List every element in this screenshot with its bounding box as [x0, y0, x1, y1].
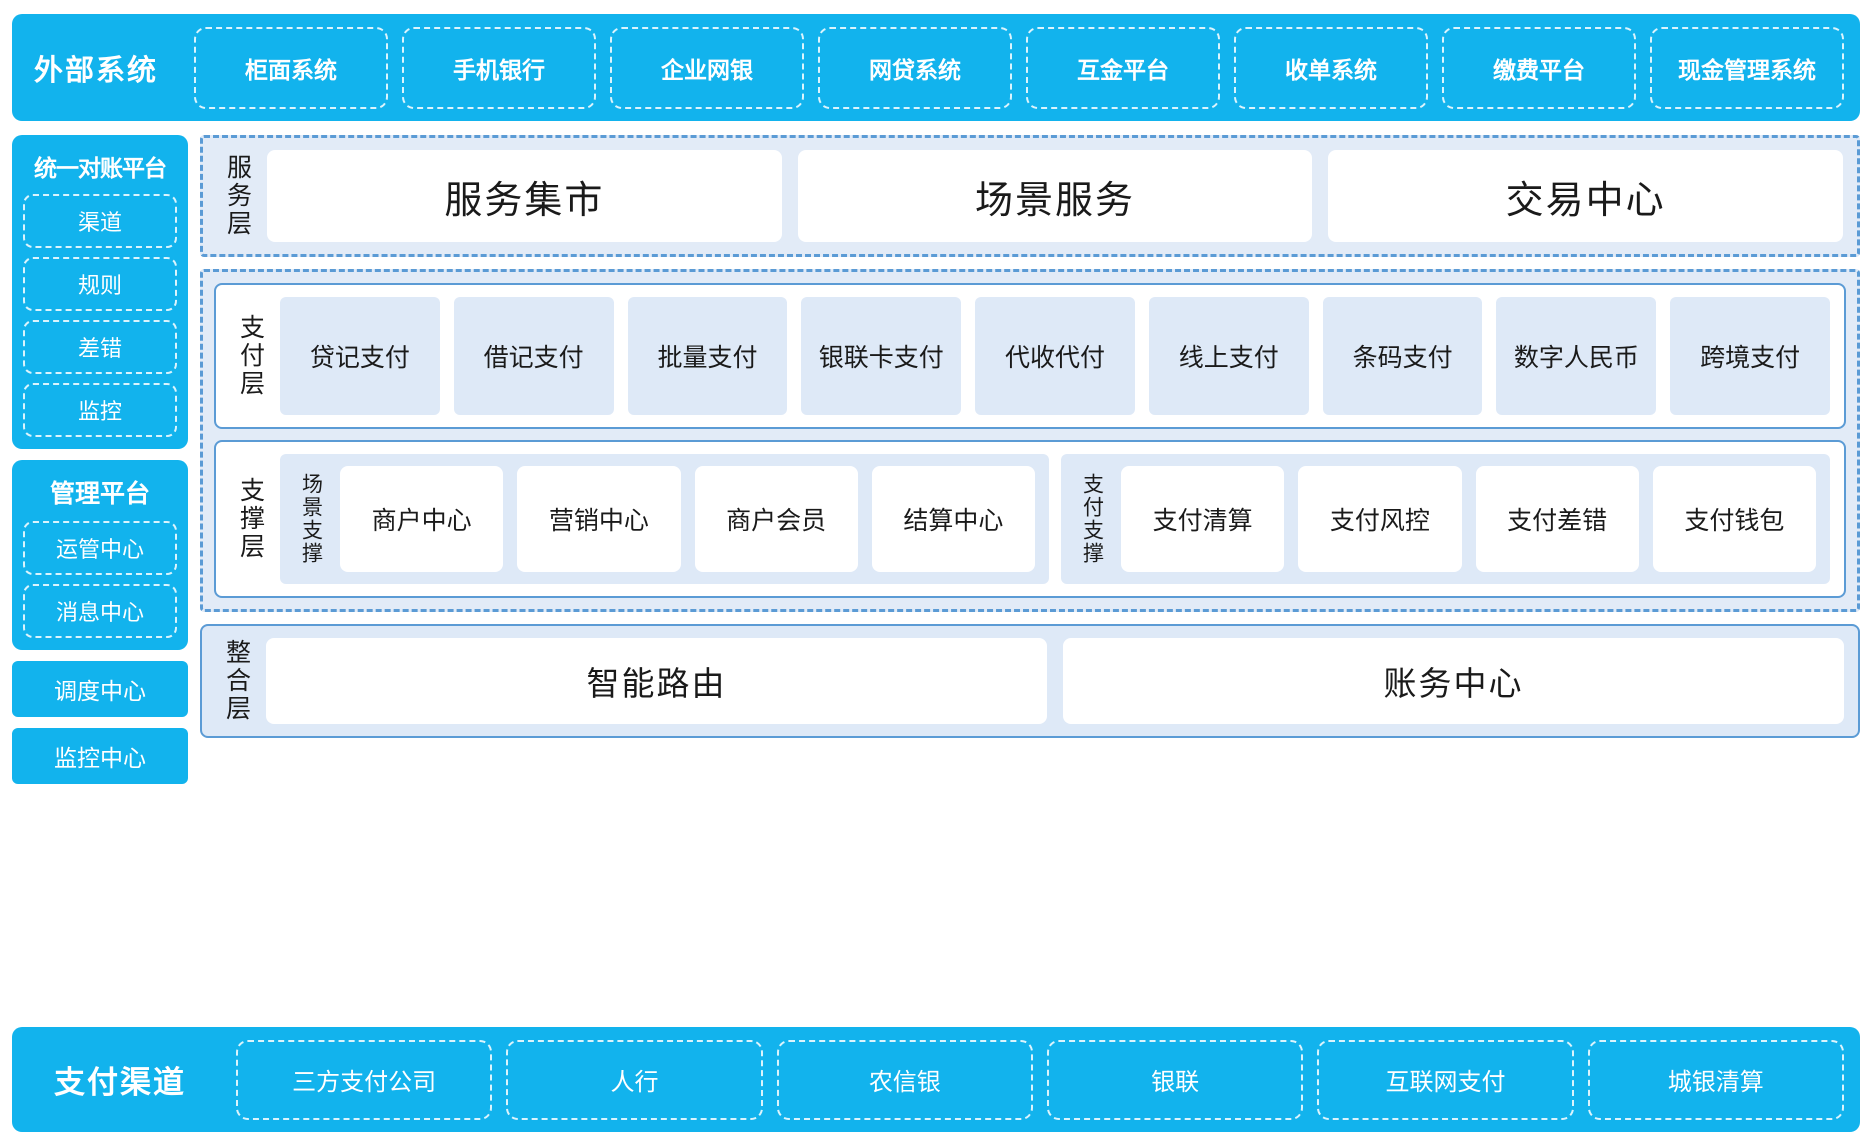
payment-channels-items: 三方支付公司 人行 农信银 银联 互联网支付 城银清算	[236, 1039, 1844, 1120]
integration-layer-label: 整合层	[222, 639, 251, 723]
payment-cell-digital-rmb[interactable]: 数字人民币	[1496, 297, 1657, 415]
sidebar-item-operations-center[interactable]: 运管中心	[23, 521, 177, 575]
support-card-settlement-center[interactable]: 结算中心	[871, 466, 1035, 572]
service-layer-label: 服务层	[223, 154, 252, 238]
integration-card-accounting-center[interactable]: 账务中心	[1063, 638, 1844, 724]
payment-cell-unionpay-card[interactable]: 银联卡支付	[801, 297, 962, 415]
support-group-payment-label: 支付支撑	[1080, 473, 1104, 565]
support-group-payment-cards: 支付清算 支付风控 支付差错 支付钱包	[1121, 466, 1816, 572]
payment-cell-barcode[interactable]: 条码支付	[1322, 297, 1483, 415]
support-card-payment-risk[interactable]: 支付风控	[1298, 466, 1462, 572]
support-card-payment-clearing[interactable]: 支付清算	[1121, 466, 1285, 572]
support-layer: 支撑层 场景支撑 商户中心 营销中心 商户会员 结算中心	[214, 440, 1846, 598]
payment-cell-batch[interactable]: 批量支付	[627, 297, 788, 415]
service-card-marketplace[interactable]: 服务集市	[267, 150, 782, 242]
external-system-chip[interactable]: 网贷系统	[818, 26, 1012, 109]
support-group-scenario-label: 场景支撑	[299, 473, 323, 565]
payment-layer: 支付层 贷记支付 借记支付 批量支付 银联卡支付 代收代付 线上支付 条码支付 …	[214, 283, 1846, 429]
sidebar-panel-management: 管理平台 运管中心 消息中心	[12, 460, 188, 650]
payment-channels-band: 支付渠道 三方支付公司 人行 农信银 银联 互联网支付 城银清算	[12, 1027, 1860, 1132]
support-card-merchant-center[interactable]: 商户中心	[340, 466, 504, 572]
sidebar-panel-reconciliation: 统一对账平台 渠道 规则 差错 监控	[12, 135, 188, 449]
channel-chip-unionpay[interactable]: 银联	[1046, 1039, 1304, 1120]
external-system-chip[interactable]: 缴费平台	[1442, 26, 1636, 109]
sidebar-panel-title: 管理平台	[49, 480, 150, 508]
sidebar-item-message-center[interactable]: 消息中心	[23, 584, 177, 638]
sidebar-item-channel[interactable]: 渠道	[23, 194, 177, 248]
external-systems-items: 柜面系统 手机银行 企业网银 网贷系统 互金平台 收单系统 缴费平台 现金管理系…	[194, 26, 1844, 109]
sidebar: 统一对账平台 渠道 规则 差错 监控 管理平台 运管中心 消息中心 调度中心 监…	[12, 135, 188, 1013]
channel-chip-internet-payment[interactable]: 互联网支付	[1317, 1039, 1574, 1120]
layers-content: 服务层 服务集市 场景服务 交易中心 支付层 贷记支付 借记支付	[200, 135, 1860, 1013]
support-group-scenario: 场景支撑 商户中心 营销中心 商户会员 结算中心	[280, 454, 1049, 584]
channel-chip-pboc[interactable]: 人行	[506, 1039, 763, 1120]
channel-chip-third-party[interactable]: 三方支付公司	[236, 1039, 493, 1120]
support-card-merchant-member[interactable]: 商户会员	[694, 466, 858, 572]
support-group-payment: 支付支撑 支付清算 支付风控 支付差错 支付钱包	[1061, 454, 1830, 584]
channel-chip-rcc[interactable]: 农信银	[776, 1039, 1033, 1120]
service-layer-cards: 服务集市 场景服务 交易中心	[267, 150, 1844, 242]
support-layer-row: 支撑层 场景支撑 商户中心 营销中心 商户会员 结算中心	[230, 454, 1830, 584]
support-layer-label: 支撑层	[236, 477, 265, 561]
payment-layer-cells: 贷记支付 借记支付 批量支付 银联卡支付 代收代付 线上支付 条码支付 数字人民…	[280, 297, 1831, 415]
support-group-scenario-cards: 商户中心 营销中心 商户会员 结算中心	[340, 466, 1035, 572]
payment-cell-cross-border[interactable]: 跨境支付	[1670, 297, 1831, 415]
external-system-chip[interactable]: 企业网银	[610, 26, 804, 109]
external-systems-band: 外部系统 柜面系统 手机银行 企业网银 网贷系统 互金平台 收单系统 缴费平台 …	[12, 14, 1860, 121]
payment-and-support-group: 支付层 贷记支付 借记支付 批量支付 银联卡支付 代收代付 线上支付 条码支付 …	[200, 269, 1860, 612]
support-card-payment-wallet[interactable]: 支付钱包	[1652, 466, 1816, 572]
external-system-chip[interactable]: 手机银行	[402, 26, 596, 109]
service-card-transaction-center[interactable]: 交易中心	[1328, 150, 1844, 242]
sidebar-item-monitor[interactable]: 监控	[23, 383, 177, 437]
support-card-marketing-center[interactable]: 营销中心	[517, 466, 681, 572]
payment-cell-debit[interactable]: 借记支付	[453, 297, 614, 415]
payment-layer-label: 支付层	[236, 314, 265, 398]
payment-channels-title: 支付渠道	[54, 1065, 186, 1100]
service-layer: 服务层 服务集市 场景服务 交易中心	[200, 135, 1860, 257]
external-system-chip[interactable]: 收单系统	[1234, 26, 1428, 109]
payment-layer-row: 支付层 贷记支付 借记支付 批量支付 银联卡支付 代收代付 线上支付 条码支付 …	[230, 297, 1831, 415]
sidebar-item-error[interactable]: 差错	[23, 320, 177, 374]
integration-card-smart-routing[interactable]: 智能路由	[266, 638, 1047, 724]
support-layer-groups: 场景支撑 商户中心 营销中心 商户会员 结算中心 支付支撑	[280, 454, 1830, 584]
payment-cell-credit[interactable]: 贷记支付	[280, 297, 440, 415]
integration-layer-cards: 智能路由 账务中心	[266, 638, 1844, 724]
sidebar-panel-title: 统一对账平台	[34, 155, 167, 181]
payment-cell-collection-payment[interactable]: 代收代付	[975, 297, 1135, 415]
external-system-chip[interactable]: 柜面系统	[194, 26, 388, 109]
sidebar-item-rule[interactable]: 规则	[23, 257, 177, 311]
support-card-payment-error[interactable]: 支付差错	[1475, 466, 1639, 572]
sidebar-item-monitoring-center[interactable]: 监控中心	[12, 728, 188, 784]
payment-cell-online[interactable]: 线上支付	[1148, 297, 1309, 415]
external-system-chip[interactable]: 互金平台	[1026, 26, 1220, 109]
external-systems-title: 外部系统	[33, 54, 158, 87]
external-system-chip[interactable]: 现金管理系统	[1650, 26, 1844, 109]
middle-region: 统一对账平台 渠道 规则 差错 监控 管理平台 运管中心 消息中心 调度中心 监…	[12, 135, 1860, 1013]
service-card-scenario[interactable]: 场景服务	[797, 150, 1313, 242]
integration-layer: 整合层 智能路由 账务中心	[200, 624, 1860, 738]
sidebar-item-scheduling-center[interactable]: 调度中心	[12, 661, 188, 717]
channel-chip-city-bank-clearing[interactable]: 城银清算	[1587, 1039, 1844, 1120]
